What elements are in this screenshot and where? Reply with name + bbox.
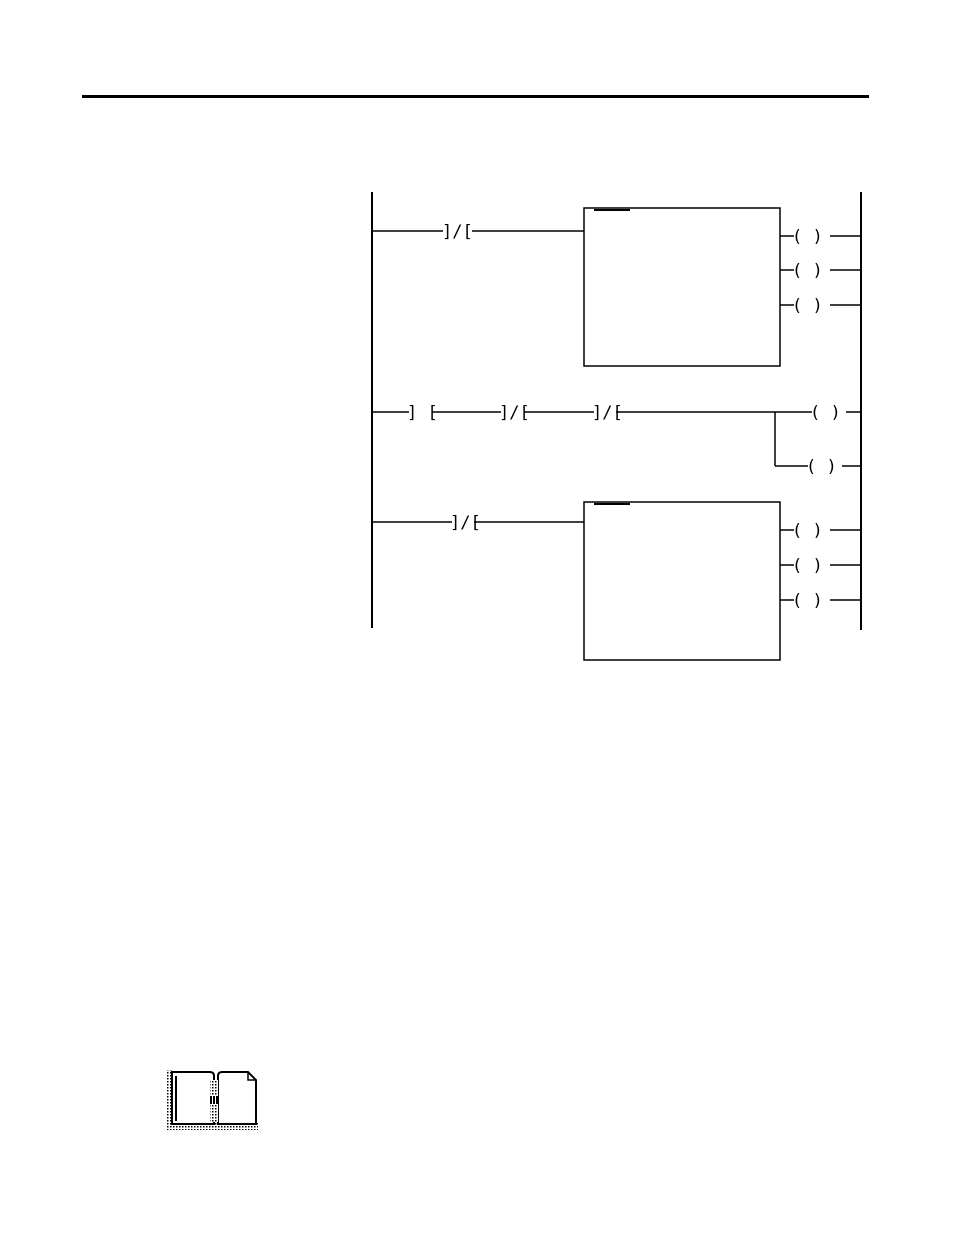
output-coil: ( ) (780, 296, 861, 316)
rung-2: ] [ ]/[ ]/[ ( ) ( ) (372, 403, 861, 477)
svg-text:]/[: ]/[ (499, 403, 530, 423)
examine-if-open-contact: ]/[ (592, 403, 623, 423)
svg-text:]/[: ]/[ (442, 222, 473, 242)
examine-if-open-contact: ]/[ (499, 403, 530, 423)
svg-text:( ): ( ) (792, 227, 823, 247)
svg-text:( ): ( ) (792, 556, 823, 576)
svg-text:( ): ( ) (792, 261, 823, 281)
output-coil: ( ) (806, 457, 861, 477)
output-coil: ( ) (780, 591, 861, 611)
instruction-block (584, 502, 780, 660)
rung-1: ]/[ ( ) ( ) ( ) (372, 208, 861, 366)
output-coil: ( ) (780, 521, 861, 541)
svg-text:]/[: ]/[ (592, 403, 623, 423)
svg-text:( ): ( ) (792, 591, 823, 611)
instruction-block (584, 208, 780, 366)
svg-text:] [: ] [ (407, 403, 438, 423)
output-coil: ( ) (780, 556, 861, 576)
examine-if-open-contact: ]/[ (450, 513, 481, 533)
svg-text:( ): ( ) (792, 296, 823, 316)
output-branch (775, 412, 808, 466)
examine-if-closed-contact: ] [ (407, 403, 438, 423)
output-coil: ( ) (780, 227, 861, 247)
book-icon (164, 1066, 260, 1132)
output-coil: ( ) (810, 403, 861, 423)
svg-text:( ): ( ) (806, 457, 837, 477)
svg-text:( ): ( ) (810, 403, 841, 423)
output-coil: ( ) (780, 261, 861, 281)
svg-text:( ): ( ) (792, 521, 823, 541)
rung-3: ]/[ ( ) ( ) ( ) (372, 502, 861, 660)
examine-if-open-contact: ]/[ (442, 222, 473, 242)
ladder-logic-diagram: ]/[ ( ) ( ) ( ) ] [ ]/[ (0, 0, 954, 700)
svg-text:]/[: ]/[ (450, 513, 481, 533)
